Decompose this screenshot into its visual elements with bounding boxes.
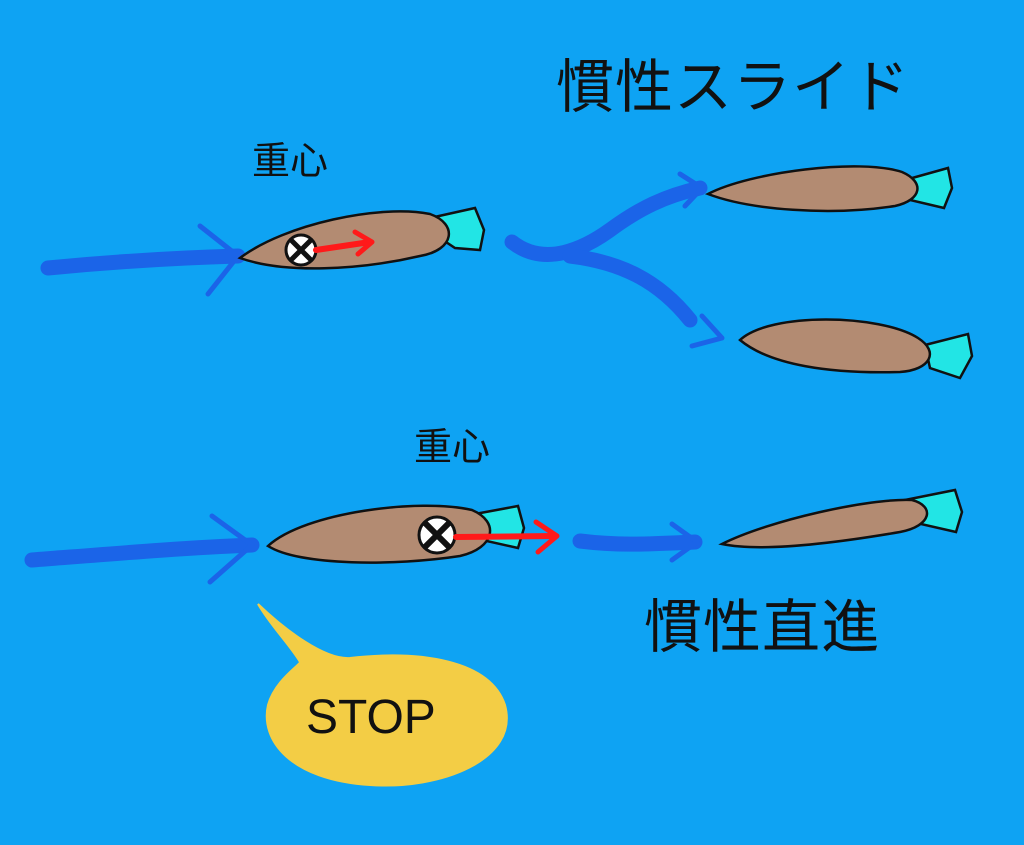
center-of-gravity-icon: [284, 233, 318, 267]
upper-right-lure: [704, 165, 954, 213]
straight-title: 慣性直進: [644, 593, 881, 661]
lower-right-lure: [738, 318, 974, 380]
top-lure: [237, 206, 486, 270]
speech-bubble-icon: [257, 603, 508, 787]
force-arrow: [453, 519, 560, 555]
straight-path-arrow: [572, 521, 703, 563]
straight-lure: [718, 488, 964, 549]
stop-bubble-text: STOP: [306, 691, 436, 744]
bottom-lure: [265, 504, 560, 564]
center-of-gravity-label-bottom: 重心: [414, 425, 491, 469]
split-path-arrows: [504, 171, 725, 349]
bottom-path-arrow: [24, 513, 260, 585]
center-of-gravity-label-top: 重心: [252, 139, 329, 183]
center-of-gravity-icon: [417, 515, 457, 555]
slide-title: 慣性スライド: [556, 53, 911, 121]
force-arrow: [313, 229, 375, 257]
top-path-arrow: [40, 223, 246, 297]
